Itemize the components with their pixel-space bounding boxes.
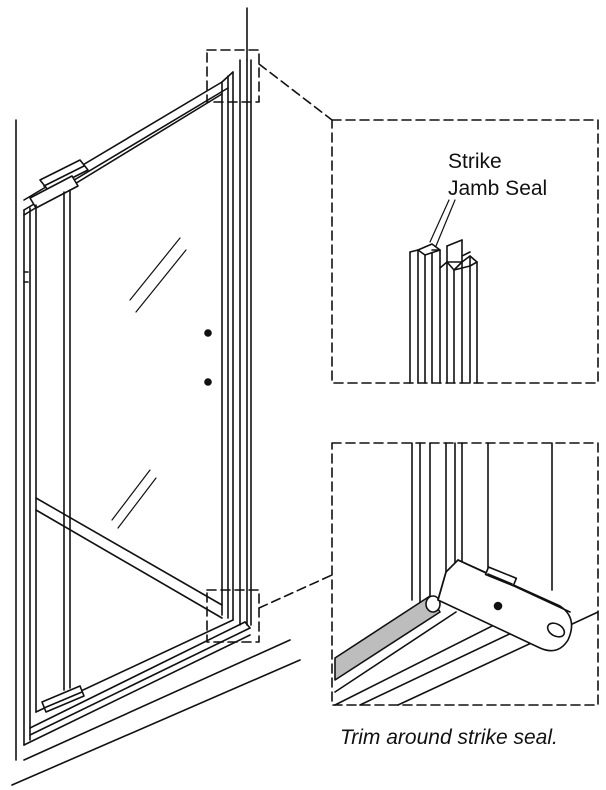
bottom-detail-marker (206, 589, 260, 643)
trim-detail (334, 442, 599, 706)
sill-seal (334, 595, 441, 681)
handle-mount-dot (204, 329, 212, 337)
floor-sill (11, 639, 301, 786)
top-detail-box (331, 119, 599, 384)
callout-line-2: Jamb Seal (448, 177, 548, 200)
strike-jamb-seal-detail (409, 199, 478, 384)
strike-jamb-seal-label: Strike Jamb Seal (448, 148, 547, 202)
top-leader-line (258, 63, 333, 121)
wall-jamb (239, 59, 252, 626)
handle-mount-dot (204, 378, 212, 386)
label-leader (435, 199, 456, 247)
left-wall-edge (15, 119, 29, 761)
top-hinge (29, 159, 89, 209)
strike-block (437, 559, 573, 652)
glass-reflection-lower (111, 469, 157, 529)
door-strike-frame (221, 71, 234, 621)
bottom-leader-line (258, 574, 333, 609)
glass-reflection-upper (129, 237, 187, 313)
bottom-hinge (41, 685, 85, 713)
caption: Trim around strike seal. (340, 726, 558, 749)
door-bottom-rail (23, 619, 251, 746)
diagonal-bar (35, 497, 223, 619)
top-detail-marker (206, 49, 260, 103)
bottom-detail-box (331, 442, 599, 706)
callout-line-1: Strike (448, 150, 502, 173)
hinge-jamb (23, 189, 71, 746)
shower-door-overview (11, 7, 301, 786)
